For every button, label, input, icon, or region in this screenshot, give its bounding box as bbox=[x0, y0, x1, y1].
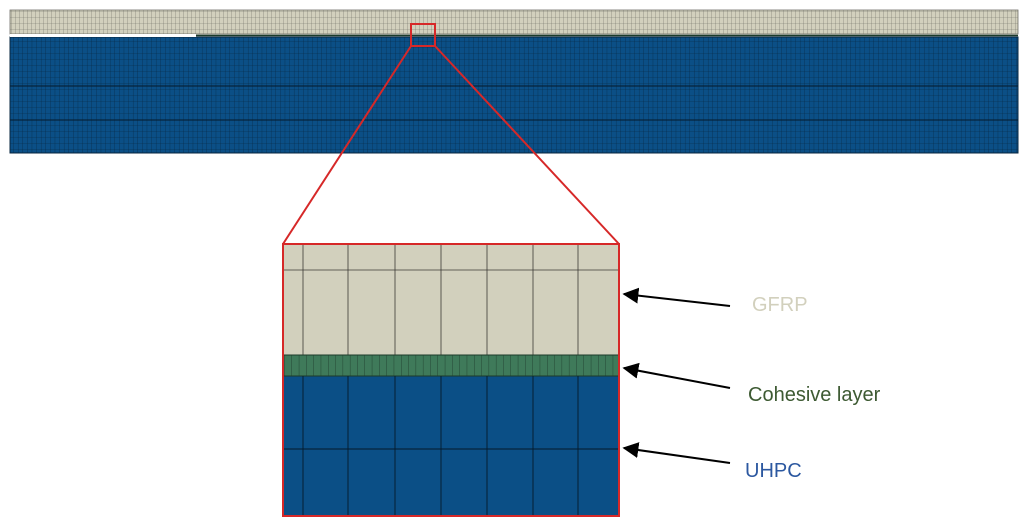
callout-arrows bbox=[622, 287, 731, 464]
uhpc-mesh-lines bbox=[283, 376, 619, 516]
detail-gfrp-layer bbox=[283, 244, 619, 355]
gfrp-arrow bbox=[622, 287, 731, 307]
detail-frame bbox=[282, 243, 620, 517]
uhpc-label: UHPC bbox=[745, 460, 802, 482]
gfrp-plate-mesh bbox=[9, 9, 1019, 35]
zoom-indicator bbox=[282, 23, 620, 245]
zoom-line-left bbox=[282, 45, 412, 245]
uncovered-edge bbox=[10, 34, 196, 37]
magnified-detail bbox=[282, 243, 620, 517]
cohesive-arrow bbox=[622, 362, 731, 389]
detail-uhpc-layer bbox=[283, 376, 619, 516]
beam-mesh bbox=[9, 9, 1019, 154]
gfrp-mesh-lines bbox=[283, 244, 619, 355]
cohesive-layer-label: Cohesive layer bbox=[748, 384, 881, 406]
zoom-region-box bbox=[410, 23, 436, 47]
gfrp-label: GFRP bbox=[752, 294, 808, 316]
detail-cohesive-layer bbox=[283, 355, 619, 376]
uhpc-beam-mesh bbox=[9, 36, 1019, 154]
uhpc-arrow bbox=[622, 442, 731, 464]
zoom-line-right bbox=[434, 45, 620, 245]
